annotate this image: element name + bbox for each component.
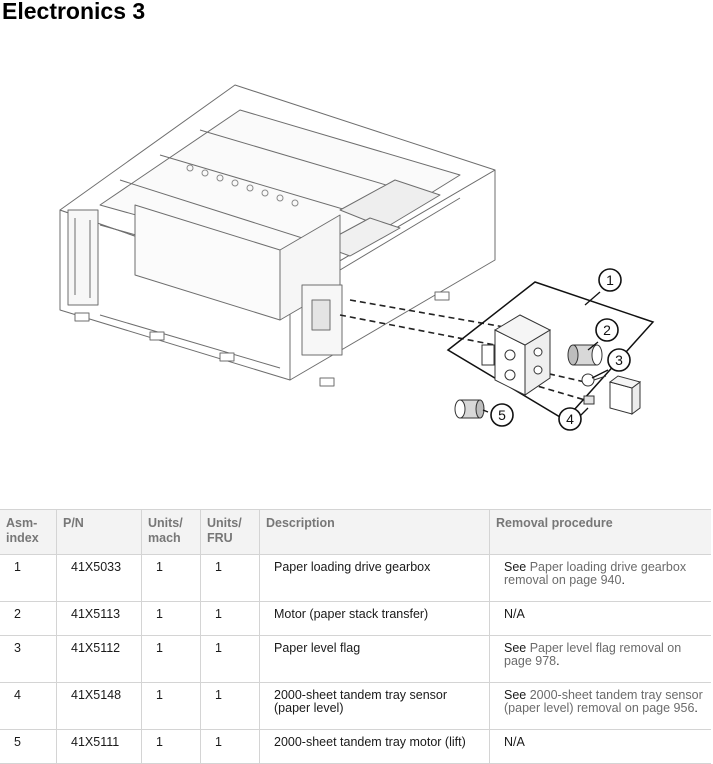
page-title: Electronics 3 bbox=[2, 0, 146, 24]
tray-assembly-drawing bbox=[59, 84, 496, 387]
table-row: 1 41X5033 1 1 Paper loading drive gearbo… bbox=[0, 554, 711, 602]
cell-index: 4 bbox=[0, 682, 57, 730]
col-pn: P/N bbox=[56, 509, 142, 555]
col-units-mach: Units/mach bbox=[141, 509, 201, 555]
cell-units-mach: 1 bbox=[141, 635, 201, 683]
sensor-part bbox=[583, 395, 595, 405]
callout-badge-2: 2 bbox=[595, 318, 619, 342]
cell-units-fru: 1 bbox=[200, 635, 260, 683]
callout-label-5: 5 bbox=[498, 407, 506, 423]
removal-link[interactable]: Paper loading drive gearbox removal on p… bbox=[504, 560, 687, 587]
cell-pn: 41X5033 bbox=[56, 554, 142, 602]
cell-description: 2000-sheet tandem tray sensor (paper lev… bbox=[259, 682, 490, 730]
cell-pn: 41X5111 bbox=[56, 729, 142, 764]
table-row: 2 41X5113 1 1 Motor (paper stack transfe… bbox=[0, 601, 711, 636]
parts-table: Asm-index P/N Units/mach Units/FRU Descr… bbox=[0, 509, 711, 764]
lift-motor-part bbox=[454, 399, 485, 419]
cell-units-fru: 1 bbox=[200, 554, 260, 602]
callout-badge-3: 3 bbox=[607, 348, 631, 372]
removal-link[interactable]: 2000-sheet tandem tray sensor (paper lev… bbox=[504, 688, 703, 715]
callout-badge-1: 1 bbox=[598, 268, 622, 292]
col-removal: Removal procedure bbox=[489, 509, 711, 555]
cell-units-fru: 1 bbox=[200, 729, 260, 764]
col-description: Description bbox=[259, 509, 490, 555]
exploded-parts-diagram: 1 2 3 4 5 bbox=[59, 84, 655, 431]
callout-label-4: 4 bbox=[566, 411, 574, 427]
cell-removal: N/A bbox=[489, 729, 711, 764]
cell-units-mach: 1 bbox=[141, 554, 201, 602]
callout-label-3: 3 bbox=[615, 352, 623, 368]
cell-index: 3 bbox=[0, 635, 57, 683]
cell-units-fru: 1 bbox=[200, 601, 260, 636]
table-row: 4 41X5148 1 1 2000-sheet tandem tray sen… bbox=[0, 682, 711, 730]
cell-units-mach: 1 bbox=[141, 601, 201, 636]
bracket-part bbox=[608, 375, 642, 415]
callout-badge-5: 5 bbox=[490, 403, 514, 427]
cell-units-fru: 1 bbox=[200, 682, 260, 730]
cell-removal: N/A bbox=[489, 601, 711, 636]
callout-badge-4: 4 bbox=[558, 407, 582, 431]
cell-removal: See 2000-sheet tandem tray sensor (paper… bbox=[489, 682, 711, 730]
cell-description: Paper loading drive gearbox bbox=[259, 554, 490, 602]
cell-description: 2000-sheet tandem tray motor (lift) bbox=[259, 729, 490, 764]
cell-index: 1 bbox=[0, 554, 57, 602]
cell-index: 5 bbox=[0, 729, 57, 764]
flag-part bbox=[581, 373, 607, 387]
cell-description: Motor (paper stack transfer) bbox=[259, 601, 490, 636]
cell-description: Paper level flag bbox=[259, 635, 490, 683]
table-row: 3 41X5112 1 1 Paper level flag See Paper… bbox=[0, 635, 711, 683]
table-row: 5 41X5111 1 1 2000-sheet tandem tray mot… bbox=[0, 729, 711, 764]
cell-index: 2 bbox=[0, 601, 57, 636]
gearbox-part bbox=[481, 314, 552, 396]
cell-removal: See Paper level flag removal on page 978… bbox=[489, 635, 711, 683]
cell-pn: 41X5112 bbox=[56, 635, 142, 683]
callout-label-1: 1 bbox=[606, 272, 614, 288]
motor-part bbox=[567, 344, 603, 366]
removal-link[interactable]: Paper level flag removal on page 978 bbox=[504, 641, 682, 668]
table-header-row: Asm-index P/N Units/mach Units/FRU Descr… bbox=[0, 509, 711, 555]
cell-units-mach: 1 bbox=[141, 682, 201, 730]
col-asm-index: Asm-index bbox=[0, 509, 57, 555]
cell-removal: See Paper loading drive gearbox removal … bbox=[489, 554, 711, 602]
cell-units-mach: 1 bbox=[141, 729, 201, 764]
col-units-fru: Units/FRU bbox=[200, 509, 260, 555]
cell-pn: 41X5113 bbox=[56, 601, 142, 636]
callout-label-2: 2 bbox=[603, 322, 611, 338]
callout-detail-box: 1 2 3 4 5 bbox=[339, 268, 655, 431]
cell-pn: 41X5148 bbox=[56, 682, 142, 730]
